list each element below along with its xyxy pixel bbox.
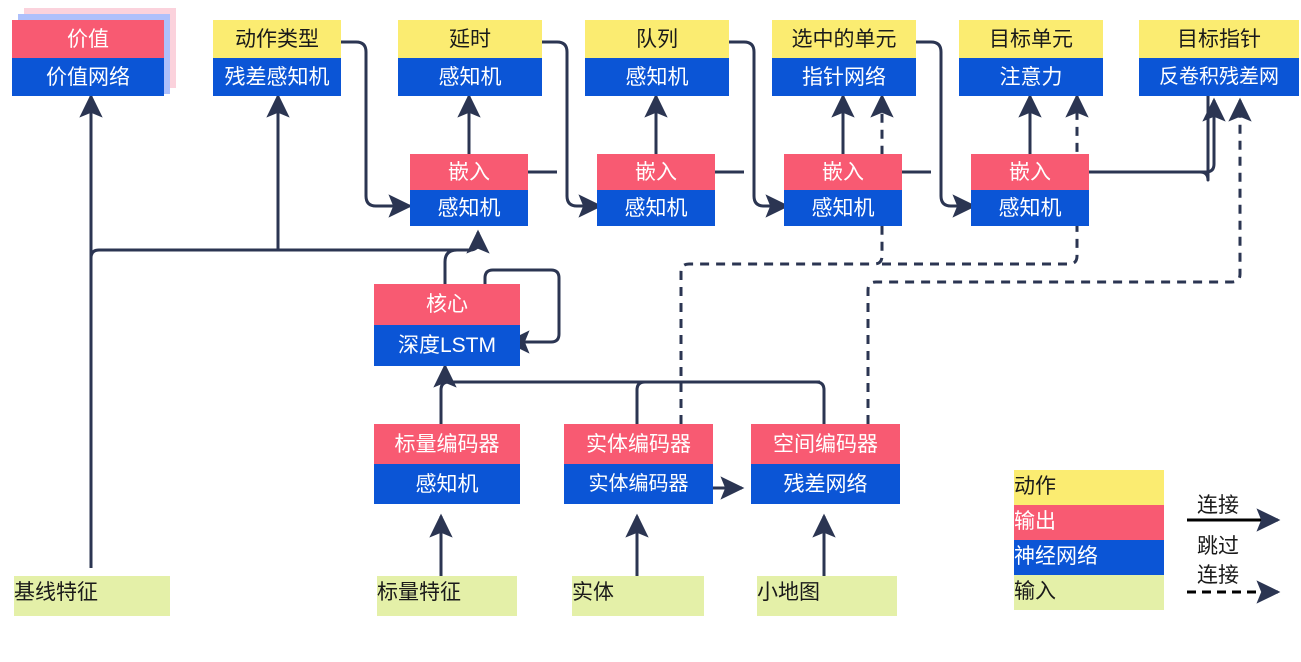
node-embed-4-bottom: 感知机 [971, 190, 1089, 226]
legend-connection-label: 连接 [1197, 494, 1239, 517]
node-embed-3-bottom: 感知机 [784, 190, 902, 226]
node-embed-4[interactable]: 嵌入 感知机 [971, 154, 1089, 226]
legend-swatch-action: 动作 [1014, 470, 1164, 505]
node-entity-encoder-top: 实体编码器 [564, 424, 713, 464]
input-scalar-features[interactable]: 标量特征 [377, 576, 517, 616]
wire-scalar-encoder-to-core-bus [439, 380, 820, 424]
node-selected-units-bottom: 指针网络 [772, 58, 916, 96]
node-embed-2-bottom: 感知机 [597, 190, 715, 226]
node-queue-bottom: 感知机 [585, 58, 729, 96]
node-target-unit-top: 目标单元 [959, 20, 1103, 58]
node-spatial-encoder-top: 空间编码器 [751, 424, 900, 464]
legend-skip-label-line2: 连接 [1197, 564, 1239, 587]
node-scalar-encoder[interactable]: 标量编码器 感知机 [374, 424, 520, 504]
node-delay[interactable]: 延时 感知机 [398, 20, 542, 96]
node-scalar-encoder-bottom: 感知机 [374, 464, 520, 504]
node-value[interactable]: 价值 价值网络 [12, 20, 164, 96]
wire-core-to-upper-bus-stub [443, 248, 470, 284]
legend-swatch-input: 输入 [1014, 575, 1164, 610]
skip-connection-group [679, 93, 1252, 424]
node-delay-bottom: 感知机 [398, 58, 542, 96]
input-entities[interactable]: 实体 [572, 576, 704, 616]
node-core-bottom: 深度LSTM [374, 325, 520, 366]
node-queue[interactable]: 队列 感知机 [585, 20, 729, 96]
legend-swatch-neural-network: 神经网络 [1014, 540, 1164, 575]
node-queue-top: 队列 [585, 20, 729, 58]
node-delay-top: 延时 [398, 20, 542, 58]
node-selected-units[interactable]: 选中的单元 指针网络 [772, 20, 916, 96]
wire-target-point-feedback-stub [1088, 96, 1210, 182]
node-embed-3-top: 嵌入 [784, 154, 902, 190]
skip-entity-encoder-to-selected-units [679, 93, 894, 424]
node-embed-2[interactable]: 嵌入 感知机 [597, 154, 715, 226]
node-core-top: 核心 [374, 284, 520, 325]
node-embed-1[interactable]: 嵌入 感知机 [410, 154, 528, 226]
node-embed-1-top: 嵌入 [410, 154, 528, 190]
input-baseline-features[interactable]: 基线特征 [14, 576, 170, 616]
node-embed-2-top: 嵌入 [597, 154, 715, 190]
node-target-point[interactable]: 目标指针 反卷积残差网 [1139, 20, 1299, 96]
wire-core-to-embed1 [466, 229, 490, 254]
node-core[interactable]: 核心 深度LSTM [374, 284, 520, 366]
node-target-unit-bottom: 注意力 [959, 58, 1103, 96]
node-embed-1-bottom: 感知机 [410, 190, 528, 226]
node-target-point-bottom: 反卷积残差网 [1139, 58, 1299, 96]
node-value-bottom: 价值网络 [12, 58, 164, 96]
node-embed-3[interactable]: 嵌入 感知机 [784, 154, 902, 226]
wire-embed4-to-target-point [1088, 97, 1226, 174]
node-scalar-encoder-top: 标量编码器 [374, 424, 520, 464]
node-action-type-bottom: 残差感知机 [213, 58, 341, 96]
legend-swatches: 动作 输出 神经网络 输入 [1014, 470, 1164, 610]
node-value-top: 价值 [12, 20, 164, 58]
node-embed-4-top: 嵌入 [971, 154, 1089, 190]
skip-spatial-encoder-to-target-point [866, 97, 1252, 424]
node-target-unit[interactable]: 目标单元 注意力 [959, 20, 1103, 96]
node-spatial-encoder[interactable]: 空间编码器 残差网络 [751, 424, 900, 504]
legend-skip-label-line1: 跳过 [1197, 535, 1239, 558]
node-spatial-encoder-bottom: 残差网络 [751, 464, 900, 504]
node-entity-encoder-bottom: 实体编码器 [564, 464, 713, 504]
node-target-point-top: 目标指针 [1139, 20, 1299, 58]
wire-spatial-encoder-to-core-bus [470, 380, 826, 424]
legend-swatch-output: 输出 [1014, 505, 1164, 540]
input-minimap[interactable]: 小地图 [757, 576, 897, 616]
node-action-type[interactable]: 动作类型 残差感知机 [213, 20, 341, 96]
node-entity-encoder[interactable]: 实体编码器 实体编码器 [564, 424, 713, 504]
node-action-type-top: 动作类型 [213, 20, 341, 58]
node-selected-units-top: 选中的单元 [772, 20, 916, 58]
wire-entity-encoder-to-core-bus [635, 380, 820, 424]
